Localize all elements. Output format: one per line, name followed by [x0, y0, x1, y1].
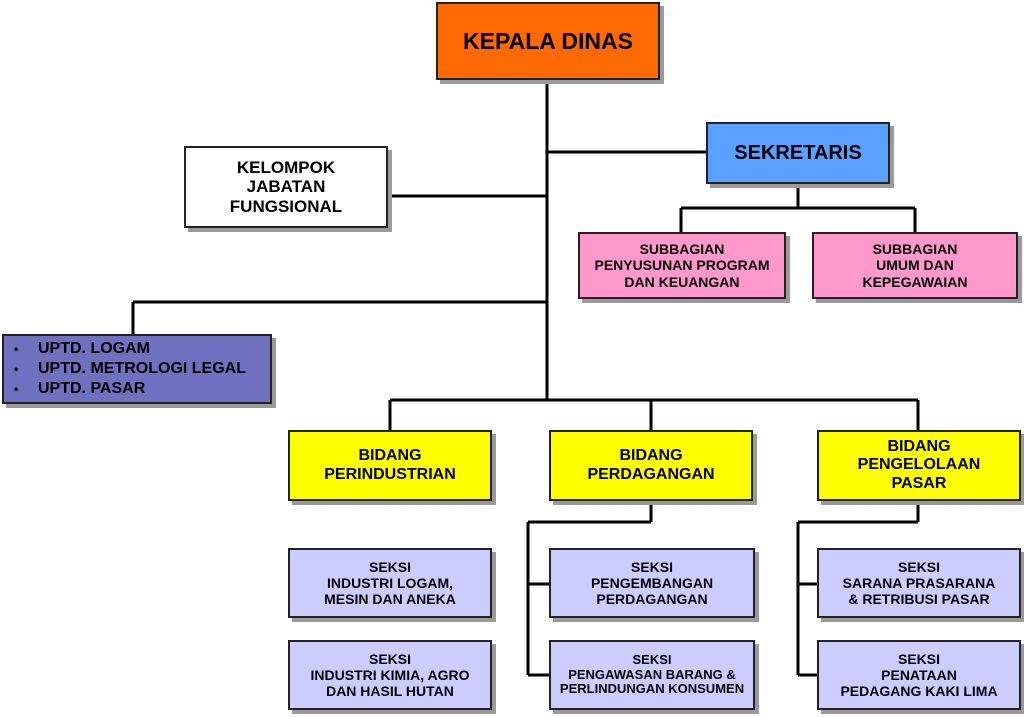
uptd-item-metrologi: •UPTD. METROLOGI LEGAL	[14, 360, 246, 377]
seksi-kimia-line-1: SEKSI	[368, 650, 411, 667]
bidang-pasar-line-2: PENGELOLAAN	[857, 456, 981, 474]
kepala-dinas-label: KEPALA DINAS	[463, 27, 633, 54]
seksi-logam-line-1: SEKSI	[368, 558, 411, 575]
seksi-kimia-line-3: DAN HASIL HUTAN	[326, 683, 454, 700]
bidang-perindustrian-line-1: BIDANG	[358, 447, 422, 465]
subbagian-program-keuangan-box: SUBBAGIAN PENYUSUNAN PROGRAM DAN KEUANGA…	[578, 232, 786, 299]
seksi-penataan-line-3: PEDAGANG KAKI LIMA	[840, 683, 998, 700]
bullet-icon: •	[14, 382, 19, 396]
kepala-dinas-box: KEPALA DINAS	[436, 2, 660, 80]
seksi-penataan-line-1: SEKSI	[897, 650, 940, 667]
seksi-sarana-line-2: SARANA PRASARANA	[842, 574, 996, 591]
kelompok-jabatan-line-3: FUNGSIONAL	[229, 196, 343, 216]
subbagian-umum-line-3: KEPEGAWAIAN	[862, 273, 968, 290]
kelompok-jabatan-line-1: KELOMPOK	[236, 157, 336, 177]
seksi-pengembangan-line-3: PERDAGANGAN	[596, 591, 708, 608]
uptd-list: •UPTD. LOGAM •UPTD. METROLOGI LEGAL •UPT…	[4, 339, 246, 399]
seksi-pengawasan-barang-box: SEKSI PENGAWASAN BARANG & PERLINDUNGAN K…	[549, 640, 755, 710]
seksi-sarana-prasarana-box: SEKSI SARANA PRASARANA & RETRIBUSI PASAR	[817, 548, 1021, 618]
subbagian-program-line-3: DAN KEUANGAN	[624, 273, 740, 290]
seksi-pengembangan-line-1: SEKSI	[630, 558, 673, 575]
subbagian-umum-line-2: UMUM DAN	[876, 257, 954, 274]
subbagian-umum-line-1: SUBBAGIAN	[872, 241, 958, 258]
sekretaris-label: SEKRETARIS	[734, 141, 862, 164]
uptd-box: •UPTD. LOGAM •UPTD. METROLOGI LEGAL •UPT…	[2, 334, 272, 404]
seksi-pengembangan-perdagangan-box: SEKSI PENGEMBANGAN PERDAGANGAN	[549, 548, 755, 618]
bidang-perdagangan-line-1: BIDANG	[619, 447, 683, 465]
seksi-penataan-line-2: PENATAAN	[881, 666, 957, 683]
bidang-pasar-line-3: PASAR	[891, 474, 947, 492]
uptd-item-pasar: •UPTD. PASAR	[14, 380, 146, 397]
bidang-perindustrian-line-2: PERINDUSTRIAN	[324, 465, 456, 483]
seksi-penataan-pkl-box: SEKSI PENATAAN PEDAGANG KAKI LIMA	[817, 640, 1021, 710]
bullet-icon: •	[14, 362, 19, 376]
seksi-industri-logam-box: SEKSI INDUSTRI LOGAM, MESIN DAN ANEKA	[288, 548, 492, 618]
subbagian-program-line-1: SUBBAGIAN	[639, 241, 725, 258]
bidang-pasar-line-1: BIDANG	[887, 437, 951, 455]
seksi-kimia-line-2: INDUSTRI KIMIA, AGRO	[310, 666, 470, 683]
uptd-item-logam: •UPTD. LOGAM	[14, 340, 150, 357]
subbagian-program-line-2: PENYUSUNAN PROGRAM	[594, 257, 770, 274]
kelompok-jabatan-fungsional-box: KELOMPOK JABATAN FUNGSIONAL	[184, 146, 388, 228]
seksi-pengembangan-line-2: PENGEMBANGAN	[590, 574, 714, 591]
sekretaris-box: SEKRETARIS	[706, 122, 890, 184]
seksi-industri-kimia-box: SEKSI INDUSTRI KIMIA, AGRO DAN HASIL HUT…	[288, 640, 492, 710]
kelompok-jabatan-line-2: JABATAN	[246, 177, 326, 197]
bidang-perindustrian-box: BIDANG PERINDUSTRIAN	[288, 430, 492, 501]
seksi-logam-line-2: INDUSTRI LOGAM,	[327, 574, 453, 591]
seksi-sarana-line-3: & RETRIBUSI PASAR	[848, 591, 990, 608]
bidang-perdagangan-box: BIDANG PERDAGANGAN	[549, 430, 753, 501]
seksi-pengawasan-line-3: PERLINDUNGAN KONSUMEN	[559, 681, 745, 697]
bullet-icon: •	[14, 342, 19, 356]
bidang-perdagangan-line-2: PERDAGANGAN	[587, 465, 715, 483]
seksi-logam-line-3: MESIN DAN ANEKA	[324, 591, 456, 608]
seksi-pengawasan-line-1: SEKSI	[632, 651, 672, 667]
seksi-pengawasan-line-2: PENGAWASAN BARANG &	[568, 666, 736, 682]
subbagian-umum-kepegawaian-box: SUBBAGIAN UMUM DAN KEPEGAWAIAN	[812, 232, 1018, 299]
bidang-pengelolaan-pasar-box: BIDANG PENGELOLAAN PASAR	[817, 430, 1021, 501]
seksi-sarana-line-1: SEKSI	[897, 558, 940, 575]
